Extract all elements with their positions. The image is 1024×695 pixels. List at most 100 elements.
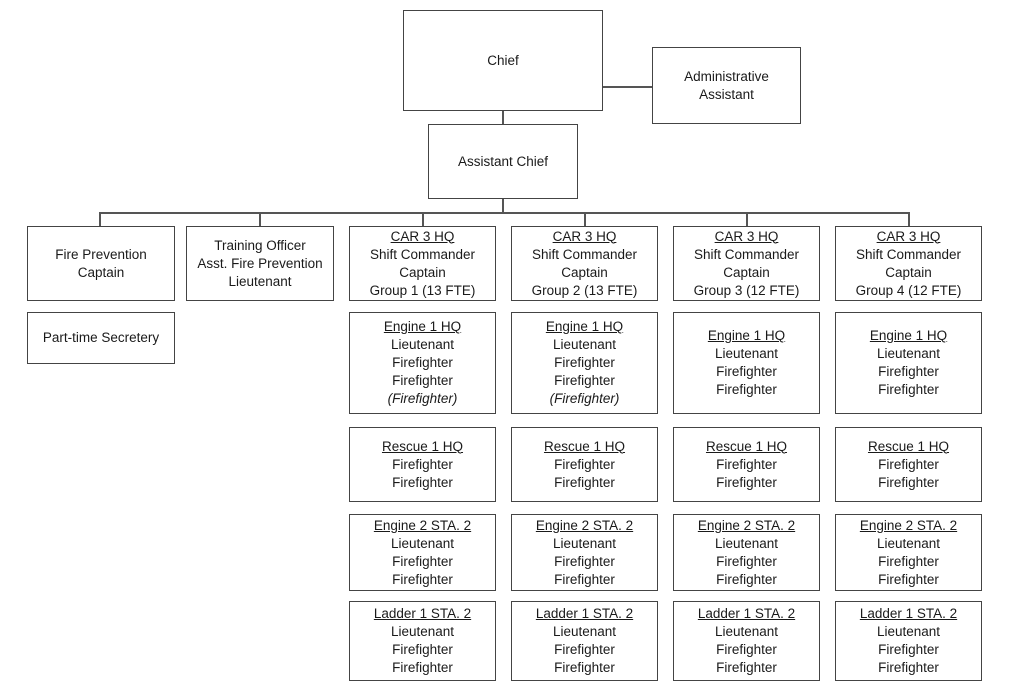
group-2-rescue-1-box: Rescue 1 HQ Firefighter Firefighter <box>511 427 658 502</box>
group-2-command-box: CAR 3 HQ Shift Commander Captain Group 2… <box>511 226 658 301</box>
administrative-assistant-box: Administrative Assistant <box>652 47 801 124</box>
group-1-ladder-1-unit: Ladder 1 STA. 2 <box>373 606 472 621</box>
part-time-secretary-box: Part-time Secretery <box>27 312 175 364</box>
group-3-engine-2-member: Firefighter <box>716 571 777 587</box>
group-2-engine-2-member: Lieutenant <box>552 535 617 551</box>
group-1-command-unit: CAR 3 HQ <box>390 228 455 244</box>
group-1-rescue-1-unit: Rescue 1 HQ <box>381 438 464 454</box>
group-2-rescue-1-member: Firefighter <box>554 474 615 490</box>
group-4-rescue-1-unit: Rescue 1 HQ <box>867 438 950 454</box>
group-4-ladder-1-member: Firefighter <box>878 660 939 675</box>
connector-drop-group-3 <box>746 212 748 226</box>
group-3-command-role: Shift Commander <box>693 246 800 262</box>
group-3-rescue-1-unit: Rescue 1 HQ <box>705 438 788 454</box>
group-3-rescue-1-box: Rescue 1 HQ Firefighter Firefighter <box>673 427 820 502</box>
group-3-engine-1-box: Engine 1 HQ Lieutenant Firefighter Firef… <box>673 312 820 414</box>
group-4-ladder-1-member: Firefighter <box>878 642 939 657</box>
group-3-engine-1-member: Firefighter <box>716 382 777 397</box>
group-3-engine-2-member: Lieutenant <box>714 535 779 551</box>
connector-bus <box>99 212 909 214</box>
group-1-command-box: CAR 3 HQ Shift Commander Captain Group 1… <box>349 226 496 301</box>
group-2-command-group: Group 2 (13 FTE) <box>531 282 638 298</box>
training-officer-line-3: Lieutenant <box>228 273 292 289</box>
training-officer-line-1: Training Officer <box>214 237 306 253</box>
group-3-command-rank: Captain <box>723 264 770 280</box>
group-3-command-box: CAR 3 HQ Shift Commander Captain Group 3… <box>673 226 820 301</box>
group-1-engine-1-box: Engine 1 HQ Lieutenant Firefighter Firef… <box>349 312 496 414</box>
assistant-chief-box: Assistant Chief <box>428 124 578 199</box>
group-3-ladder-1-member: Firefighter <box>716 642 777 657</box>
group-4-engine-2-member: Firefighter <box>878 571 939 587</box>
group-4-ladder-1-member: Lieutenant <box>876 624 941 639</box>
group-4-engine-1-member: Firefighter <box>878 382 939 397</box>
admin-line-1: Administrative <box>684 68 769 84</box>
group-3-rescue-1-member: Firefighter <box>716 456 777 472</box>
connector-assistant-bus <box>502 199 504 212</box>
connector-drop-group-2 <box>584 212 586 226</box>
group-2-engine-2-unit: Engine 2 STA. 2 <box>535 517 634 533</box>
group-4-ladder-1-box: Ladder 1 STA. 2 Lieutenant Firefighter F… <box>835 601 982 681</box>
group-1-ladder-1-box: Ladder 1 STA. 2 Lieutenant Firefighter F… <box>349 601 496 681</box>
fire-prevention-line-2: Captain <box>77 264 125 280</box>
connector-drop-fire-prevention <box>99 212 101 226</box>
group-4-command-unit: CAR 3 HQ <box>876 228 941 244</box>
group-1-ladder-1-member: Lieutenant <box>390 624 455 639</box>
group-3-ladder-1-member: Lieutenant <box>714 624 779 639</box>
group-4-rescue-1-box: Rescue 1 HQ Firefighter Firefighter <box>835 427 982 502</box>
group-1-command-role: Shift Commander <box>369 246 476 262</box>
group-3-engine-2-unit: Engine 2 STA. 2 <box>697 517 796 533</box>
connector-chief-admin <box>603 86 652 88</box>
group-2-engine-1-member: (Firefighter) <box>549 391 620 406</box>
group-3-command-unit: CAR 3 HQ <box>714 228 779 244</box>
group-1-engine-1-member: (Firefighter) <box>387 391 458 406</box>
group-4-command-role: Shift Commander <box>855 246 962 262</box>
group-2-engine-2-member: Firefighter <box>554 553 615 569</box>
connector-chief-assistant <box>502 111 504 124</box>
group-1-ladder-1-member: Firefighter <box>392 642 453 657</box>
group-3-engine-2-member: Firefighter <box>716 553 777 569</box>
group-4-engine-2-member: Lieutenant <box>876 535 941 551</box>
group-2-rescue-1-unit: Rescue 1 HQ <box>543 438 626 454</box>
group-2-engine-1-member: Firefighter <box>554 355 615 370</box>
group-2-rescue-1-member: Firefighter <box>554 456 615 472</box>
group-4-engine-2-box: Engine 2 STA. 2 Lieutenant Firefighter F… <box>835 514 982 591</box>
group-3-engine-1-member: Lieutenant <box>714 346 779 361</box>
group-3-ladder-1-box: Ladder 1 STA. 2 Lieutenant Firefighter F… <box>673 601 820 681</box>
group-4-command-rank: Captain <box>885 264 932 280</box>
group-1-engine-1-member: Firefighter <box>392 355 453 370</box>
group-4-command-group: Group 4 (12 FTE) <box>855 282 962 298</box>
admin-line-2: Assistant <box>699 86 754 102</box>
group-1-engine-2-member: Firefighter <box>392 553 453 569</box>
connector-drop-group-4 <box>908 212 910 226</box>
group-3-ladder-1-unit: Ladder 1 STA. 2 <box>697 606 796 621</box>
group-1-command-group: Group 1 (13 FTE) <box>369 282 476 298</box>
group-2-command-unit: CAR 3 HQ <box>552 228 617 244</box>
group-2-ladder-1-member: Firefighter <box>554 660 615 675</box>
group-1-engine-2-member: Lieutenant <box>390 535 455 551</box>
group-4-engine-2-member: Firefighter <box>878 553 939 569</box>
group-1-engine-1-unit: Engine 1 HQ <box>383 319 462 334</box>
group-4-rescue-1-member: Firefighter <box>878 474 939 490</box>
group-1-rescue-1-box: Rescue 1 HQ Firefighter Firefighter <box>349 427 496 502</box>
group-4-ladder-1-unit: Ladder 1 STA. 2 <box>859 606 958 621</box>
group-4-engine-1-unit: Engine 1 HQ <box>869 328 948 343</box>
fire-prevention-box: Fire Prevention Captain <box>27 226 175 301</box>
group-1-engine-2-unit: Engine 2 STA. 2 <box>373 517 472 533</box>
group-3-engine-1-unit: Engine 1 HQ <box>707 328 786 343</box>
fire-prevention-line-1: Fire Prevention <box>55 246 147 262</box>
group-2-ladder-1-member: Firefighter <box>554 642 615 657</box>
training-officer-box: Training Officer Asst. Fire Prevention L… <box>186 226 334 301</box>
group-2-engine-1-member: Lieutenant <box>552 337 617 352</box>
group-2-engine-1-member: Firefighter <box>554 373 615 388</box>
connector-drop-training <box>259 212 261 226</box>
group-2-engine-2-member: Firefighter <box>554 571 615 587</box>
group-1-engine-2-member: Firefighter <box>392 571 453 587</box>
group-1-rescue-1-member: Firefighter <box>392 474 453 490</box>
group-4-rescue-1-member: Firefighter <box>878 456 939 472</box>
group-3-command-group: Group 3 (12 FTE) <box>693 282 800 298</box>
group-2-command-role: Shift Commander <box>531 246 638 262</box>
group-2-engine-2-box: Engine 2 STA. 2 Lieutenant Firefighter F… <box>511 514 658 591</box>
group-4-engine-1-member: Firefighter <box>878 364 939 379</box>
group-3-rescue-1-member: Firefighter <box>716 474 777 490</box>
group-4-engine-1-box: Engine 1 HQ Lieutenant Firefighter Firef… <box>835 312 982 414</box>
